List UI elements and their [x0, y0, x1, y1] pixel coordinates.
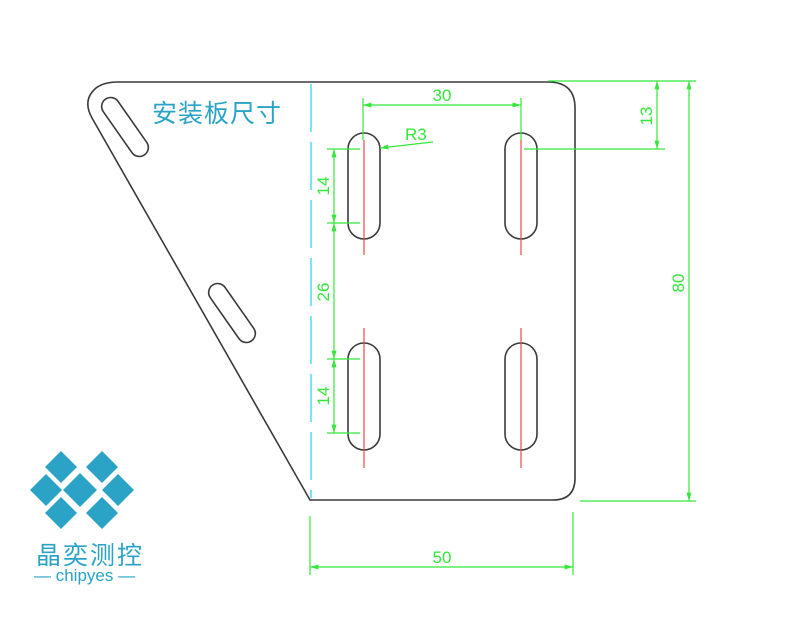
svg-text:14: 14: [314, 177, 333, 196]
logo-name-cn: 晶奕测控: [36, 541, 145, 570]
dim-30: 30: [362, 86, 522, 140]
plate-outline: [87, 81, 576, 501]
dim-left-chain: 14 26 14: [314, 148, 360, 434]
logo-mark-icon: [30, 451, 134, 529]
diagonal-slot-lower: [207, 282, 257, 344]
dim-13: 13: [524, 80, 696, 150]
svg-text:R3: R3: [405, 125, 427, 144]
svg-text:13: 13: [637, 107, 656, 126]
svg-text:50: 50: [433, 548, 452, 567]
svg-text:26: 26: [314, 283, 333, 302]
svg-text:80: 80: [669, 274, 688, 293]
svg-text:30: 30: [433, 86, 452, 105]
logo-name-en: — chipyes —: [34, 566, 136, 585]
diagonal-slot-upper: [100, 96, 150, 158]
dim-80: 80: [580, 80, 696, 502]
svg-text:14: 14: [314, 387, 333, 406]
drawing-title: 安装板尺寸: [152, 99, 283, 128]
dim-r3: R3: [379, 125, 434, 150]
dim-50: 50: [309, 512, 574, 575]
